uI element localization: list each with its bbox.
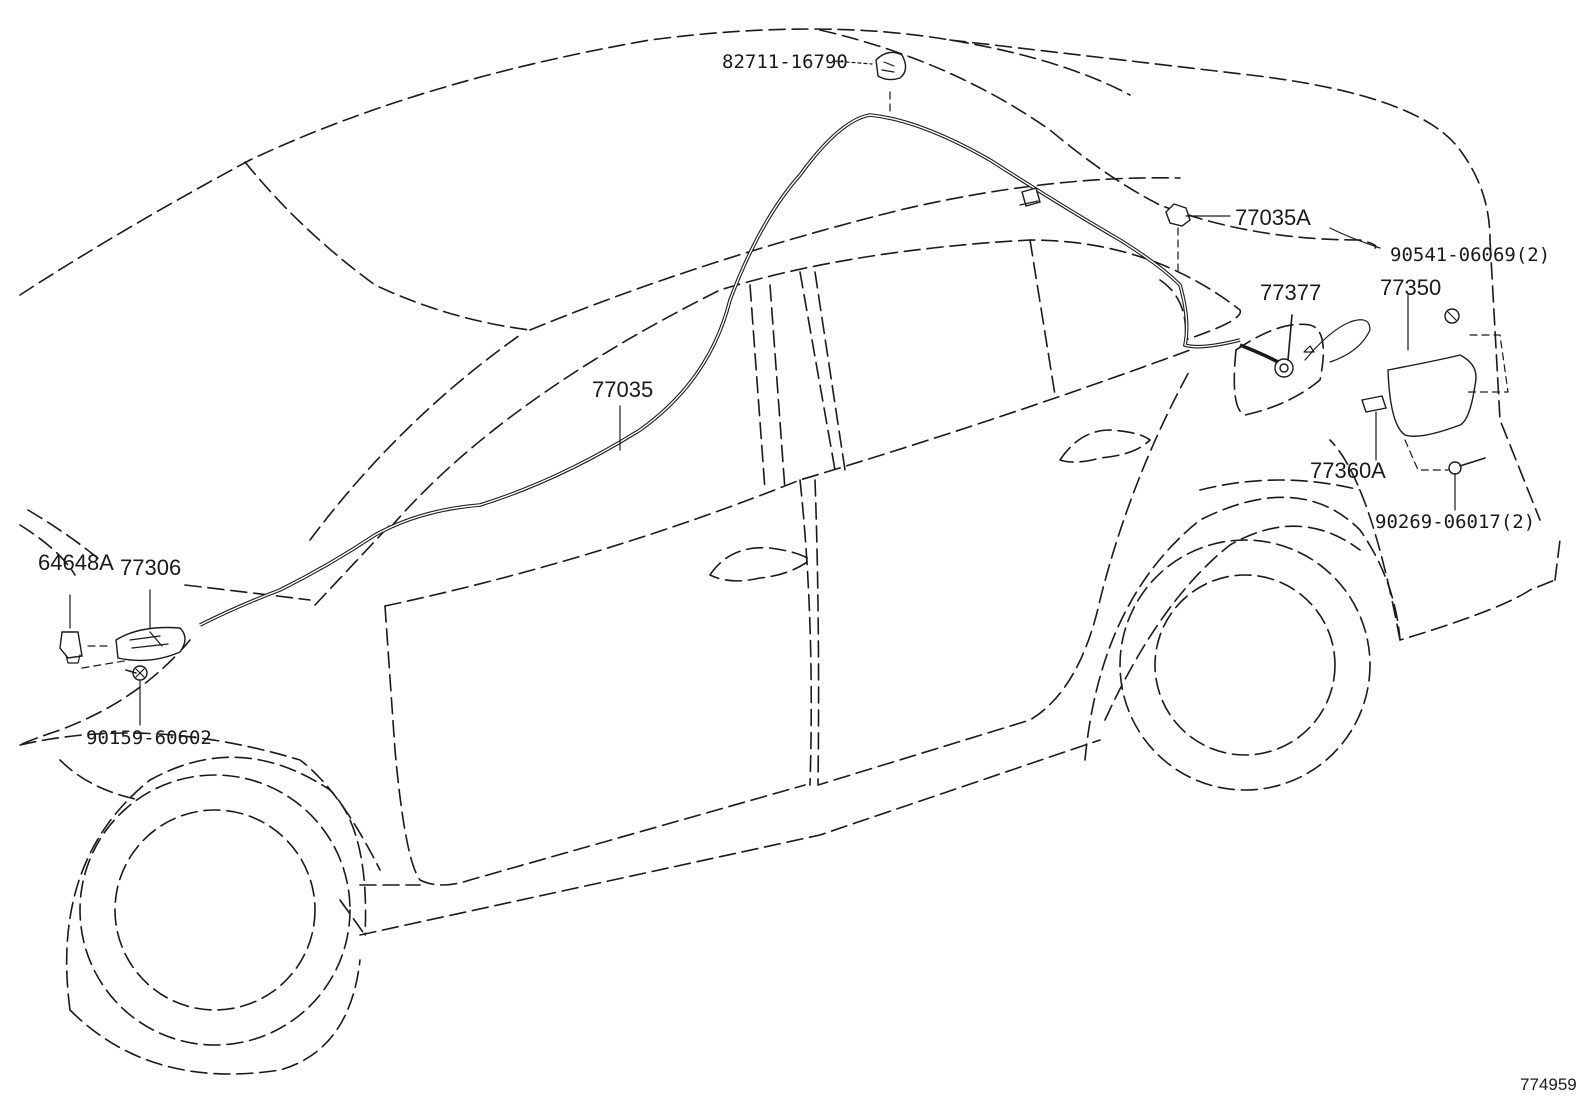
bracket-64648A [59,594,83,664]
label-82711-16790: 82711-16790 [722,51,848,73]
car-body [19,28,1561,1075]
label-90541-06069: 90541-06069(2) [1390,244,1550,266]
catalog-number: 774959 [1520,1075,1577,1094]
label-64648A: 64648A [38,550,114,575]
label-90269-06017: 90269-06017(2) [1375,511,1535,533]
label-77377: 77377 [1260,280,1321,305]
fuel-lid-77350 [1387,294,1509,471]
bolt-90159 [125,665,148,726]
release-cable-77035 [199,113,1241,627]
clip-82711 [833,51,907,113]
label-90159-60602: 90159-60602 [86,727,212,749]
leader-lines [619,227,1381,451]
grommet-77035A [1165,203,1231,276]
lever-77306 [81,589,186,669]
screw-90269 [1448,457,1486,511]
label-77350: 77350 [1380,275,1441,300]
screw-90541 [1444,308,1460,324]
label-77035A: 77035A [1235,205,1311,230]
label-77360A: 77360A [1310,458,1386,483]
label-77306: 77306 [120,555,181,580]
lid-opener-77377 [1233,314,1371,416]
label-77035: 77035 [592,377,653,402]
retainer-77360A [1361,395,1387,461]
